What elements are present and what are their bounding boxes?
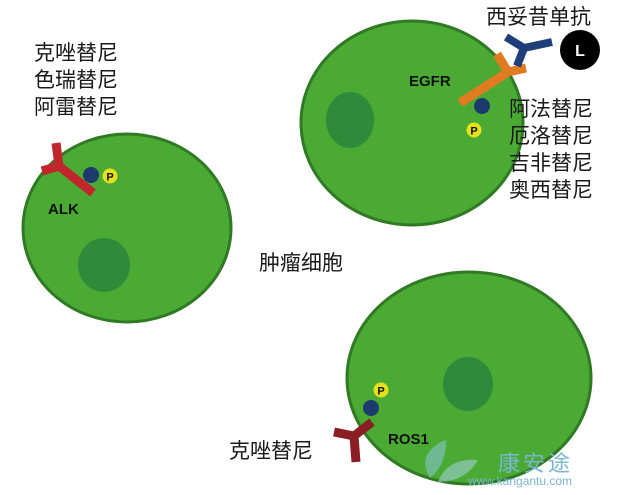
- alk-drug-3: 阿雷替尼: [34, 95, 118, 119]
- ros1-phosphate-icon: [373, 382, 389, 398]
- ros1-receptor-label: ROS1: [388, 431, 429, 448]
- egfr-phosphate-dot: [474, 98, 490, 114]
- egfr-receptor-label: EGFR: [409, 73, 451, 90]
- nucleus-alk: [78, 238, 130, 292]
- alk-phosphate-dot: [83, 167, 99, 183]
- alk-phosphate-label: P: [106, 172, 113, 184]
- alk-drug-list: 克唑替尼 色瑞替尼 阿雷替尼: [34, 40, 118, 121]
- egfr-drug-4: 奥西替尼: [509, 178, 593, 202]
- antibody-drug-label: 西妥昔单抗: [486, 5, 591, 29]
- egfr-phosphate-icon: [466, 122, 482, 138]
- ros1-phosphate-dot: [363, 400, 379, 416]
- nucleus-egfr: [326, 92, 374, 148]
- egfr-drug-1: 阿法替尼: [509, 97, 593, 121]
- ros1-drug-label: 克唑替尼: [229, 439, 313, 463]
- egfr-drug-list: 阿法替尼 厄洛替尼 吉非替尼 奥西替尼: [509, 96, 593, 204]
- alk-receptor: [40, 142, 96, 197]
- alk-drug-1: 克唑替尼: [34, 41, 118, 65]
- egfr-drug-3: 吉非替尼: [509, 151, 593, 175]
- ligand-icon: [560, 30, 600, 70]
- watermark-name: 康安途: [498, 452, 574, 477]
- ros1-receptor: [333, 418, 375, 463]
- alk-phosphate-icon: [102, 168, 118, 184]
- egfr-drug-2: 厄洛替尼: [509, 124, 593, 148]
- watermark-logo-icon: [425, 440, 478, 482]
- alk-drug-2: 色瑞替尼: [34, 68, 118, 92]
- ros1-phosphate-label: P: [377, 386, 384, 398]
- tumor-cell-label: 肿瘤细胞: [259, 251, 343, 275]
- egfr-receptor: [457, 51, 527, 107]
- ligand-label: L: [575, 43, 585, 60]
- alk-receptor-label: ALK: [48, 201, 79, 218]
- tumor-cell-egfr: [299, 19, 525, 227]
- egfr-phosphate-label: P: [470, 126, 477, 138]
- nucleus-ros1: [443, 357, 493, 411]
- watermark-url: www.kangantu.com: [468, 474, 573, 488]
- antibody-cetuximab: [503, 33, 553, 68]
